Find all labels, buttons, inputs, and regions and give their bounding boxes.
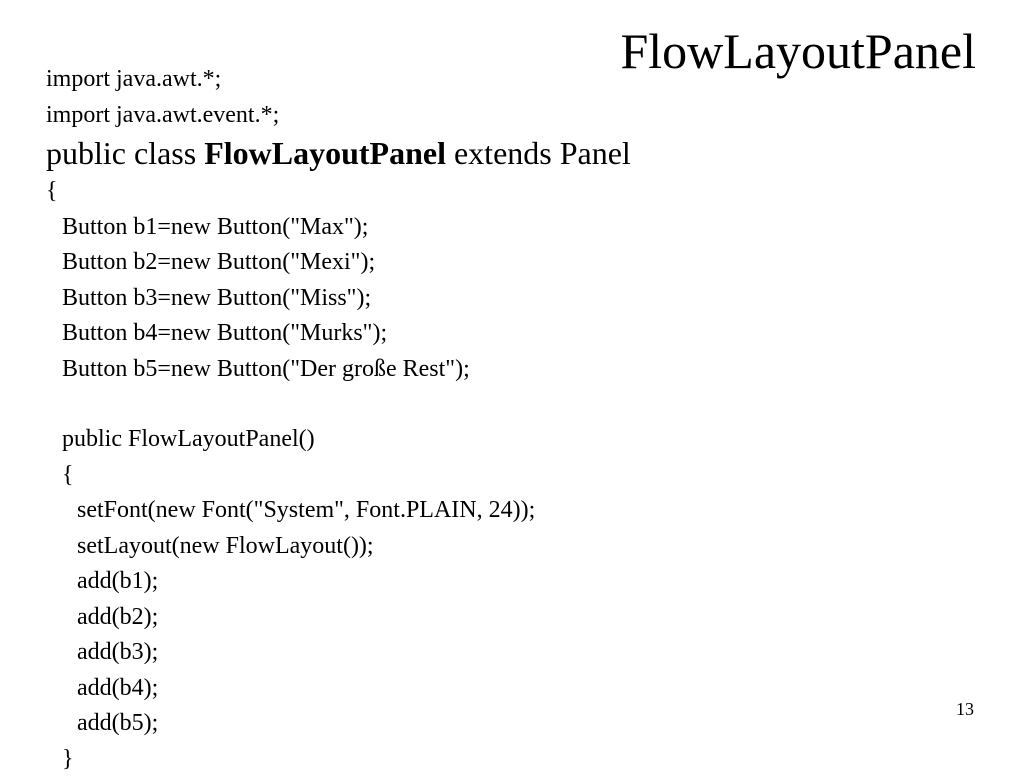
code-line-import-awt: import java.awt.*;	[46, 62, 946, 98]
code-line-import-event: import java.awt.event.*;	[46, 98, 946, 134]
class-decl-suffix: extends Panel	[446, 135, 631, 171]
code-line-constructor-open-brace: {	[46, 458, 946, 494]
page-number: 13	[956, 700, 974, 718]
code-line-field-b5: Button b5=new Button("Der große Rest");	[46, 352, 946, 388]
code-line-constructor-close-brace: }	[46, 742, 946, 777]
code-line-field-b2: Button b2=new Button("Mexi");	[46, 245, 946, 281]
code-line-set-layout: setLayout(new FlowLayout());	[46, 529, 946, 565]
class-decl-prefix: public class	[46, 135, 204, 171]
code-line-class-open-brace: {	[46, 174, 946, 210]
code-line-class-declaration: public class FlowLayoutPanel extends Pan…	[46, 133, 946, 174]
code-line-constructor-declaration: public FlowLayoutPanel()	[46, 422, 946, 458]
code-line-add-b2: add(b2);	[46, 600, 946, 636]
code-line-field-b4: Button b4=new Button("Murks");	[46, 316, 946, 352]
code-line-field-b1: Button b1=new Button("Max");	[46, 210, 946, 246]
code-line-add-b5: add(b5);	[46, 706, 946, 742]
code-line-add-b1: add(b1);	[46, 564, 946, 600]
code-line-add-b3: add(b3);	[46, 635, 946, 671]
class-decl-name: FlowLayoutPanel	[204, 135, 446, 171]
code-line-blank	[46, 387, 946, 422]
code-line-set-font: setFont(new Font("System", Font.PLAIN, 2…	[46, 493, 946, 529]
code-listing: import java.awt.*; import java.awt.event…	[46, 62, 946, 777]
code-line-field-b3: Button b3=new Button("Miss");	[46, 281, 946, 317]
code-line-add-b4: add(b4);	[46, 671, 946, 707]
